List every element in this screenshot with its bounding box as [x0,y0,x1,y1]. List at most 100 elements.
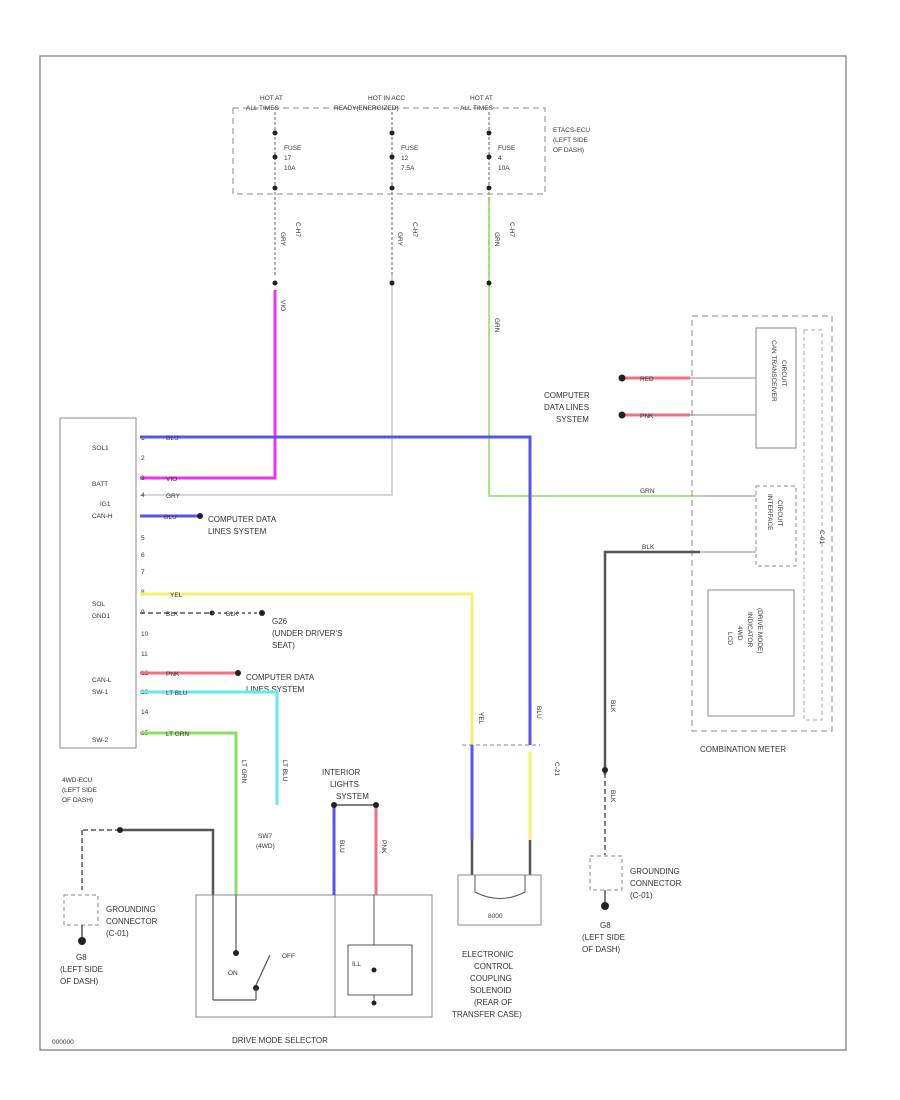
svg-text:BLU: BLU [338,840,345,853]
svg-text:FUSE: FUSE [498,145,516,152]
svg-text:GRY: GRY [166,493,181,500]
svg-text:12: 12 [401,155,409,162]
ecu-pin-gnd1: GND1 [92,613,110,620]
drive-mode-selector-box [195,894,433,1018]
right-ground-connector [589,855,623,891]
svg-text:OF DASH): OF DASH) [60,977,99,986]
hot-label-1b: ALL TIMES [246,105,280,112]
svg-text:G8: G8 [76,953,87,962]
svg-text:BLK: BLK [166,611,179,618]
interface-circuit-box [755,485,797,567]
svg-text:INDICATOR: INDICATOR [746,612,753,647]
svg-text:GRN: GRN [493,318,500,333]
svg-text:2: 2 [141,455,145,462]
meter-can-label-2: DATA LINES [544,403,589,412]
svg-text:11: 11 [141,651,148,658]
fuse-17: FUSE 17 10A GRY C-H7 [272,112,302,275]
svg-text:FUSE: FUSE [401,145,419,152]
solenoid-label-6: TRANSFER CASE) [452,1010,522,1019]
svg-text:14: 14 [141,709,149,716]
svg-text:BLK: BLK [226,611,239,618]
wire-ltgrn-sw2 [140,731,238,895]
svg-text:PNK: PNK [380,840,387,854]
fuse-box-label-1: ETACS-ECU [553,127,590,134]
wire-blk-meter-ground [603,550,700,775]
ecu-label-2: (LEFT SIDE [62,787,98,794]
fuse-box-label-3: OF DASH) [553,147,584,154]
fuse-box-label-2: (LEFT SIDE [553,137,589,144]
ecu-pin-sw1: SW-1 [92,689,109,696]
solenoid-label-4: SOLENOID [470,986,512,995]
ecu-pin-canl: CAN-L [92,677,112,684]
svg-text:C-01: C-01 [818,530,825,544]
svg-text:G8: G8 [600,921,611,930]
can-h-label-2: LINES SYSTEM [208,527,267,536]
right-ground-point [601,902,609,910]
svg-text:PNK: PNK [640,413,654,420]
svg-text:GRN: GRN [493,232,500,247]
svg-text:CAN TRANSCEIVER: CAN TRANSCEIVER [770,340,777,402]
interior-lights-label-3: SYSTEM [336,792,369,801]
selector-off: OFF [282,953,295,960]
svg-text:(LEFT SIDE: (LEFT SIDE [582,933,625,942]
svg-text:(DRIVE MODE): (DRIVE MODE) [756,608,763,654]
svg-text:PNK: PNK [166,671,180,678]
interior-lights-label-2: LIGHTS [330,780,359,789]
g26-label-2: (UNDER DRIVER'S [272,629,342,638]
svg-text:10: 10 [141,631,149,638]
g26-label-1: G26 [272,617,288,626]
hot-label-3b: ALL TIMES [460,105,494,112]
svg-text:YEL: YEL [477,712,484,725]
ecu-pin-ig1: IG1 [100,501,111,508]
ecu-pin-sol: SOL [92,601,105,608]
svg-text:LT BLU: LT BLU [281,760,288,782]
svg-text:3: 3 [141,475,145,482]
svg-text:BLU: BLU [535,706,542,719]
fuse-12: FUSE 12 7.5A GRY C-H7 [389,112,419,275]
solenoid-conn: C-21 [553,762,560,776]
can-l-label-1: COMPUTER DATA [246,673,315,682]
svg-text:BLK: BLK [609,790,616,803]
svg-text:BLK: BLK [609,700,616,713]
svg-text:GROUNDING: GROUNDING [630,867,680,876]
svg-text:(C-01): (C-01) [630,891,653,900]
footer-code: 000000 [52,1039,74,1046]
svg-text:(LEFT SIDE: (LEFT SIDE [60,965,103,974]
wire-gry-ig1 [140,275,393,496]
svg-text:(C-01): (C-01) [106,929,129,938]
svg-text:LCD: LCD [726,632,733,645]
hot-label-2a: HOT IN ACC [368,95,405,102]
combination-meter-outline [691,315,833,732]
solenoid-label-3: COUPLING [470,974,512,983]
svg-text:GROUNDING: GROUNDING [106,905,156,914]
can-h-label-1: COMPUTER DATA [208,515,277,524]
splice-label-2: (4WD) [256,843,275,850]
svg-text:6: 6 [141,552,145,559]
svg-text:OF DASH): OF DASH) [582,945,621,954]
wire-blu-sol1 [140,435,532,745]
svg-text:GRY: GRY [396,232,403,247]
ecu-pin-sw2: SW-2 [92,737,109,744]
combination-meter-label: COMBINATION METER [700,745,786,754]
meter-grn-label: GRN [640,488,655,495]
wire-vio-batt [140,290,277,480]
wire-blk-left-ground [120,828,215,895]
svg-text:4: 4 [141,492,145,499]
svg-text:YEL: YEL [170,592,183,599]
svg-text:5: 5 [141,535,145,542]
svg-text:4: 4 [498,155,502,162]
svg-text:FUSE: FUSE [284,145,302,152]
left-ground-point [78,937,86,945]
svg-text:GRY: GRY [279,232,286,247]
solenoid-label-1: ELECTRONIC [462,950,514,959]
meter-can-label-1: COMPUTER [544,391,590,400]
svg-text:C-H7: C-H7 [508,222,515,238]
svg-text:7.5A: 7.5A [401,165,415,172]
svg-text:4WD: 4WD [736,626,743,641]
ecu-pin-sol1: SOL1 [92,445,109,452]
svg-text:BLU: BLU [166,435,179,442]
wire-yel-sol [140,592,474,745]
solenoid-label-5: (REAR OF [474,998,512,1007]
left-ground-connector [63,894,99,926]
